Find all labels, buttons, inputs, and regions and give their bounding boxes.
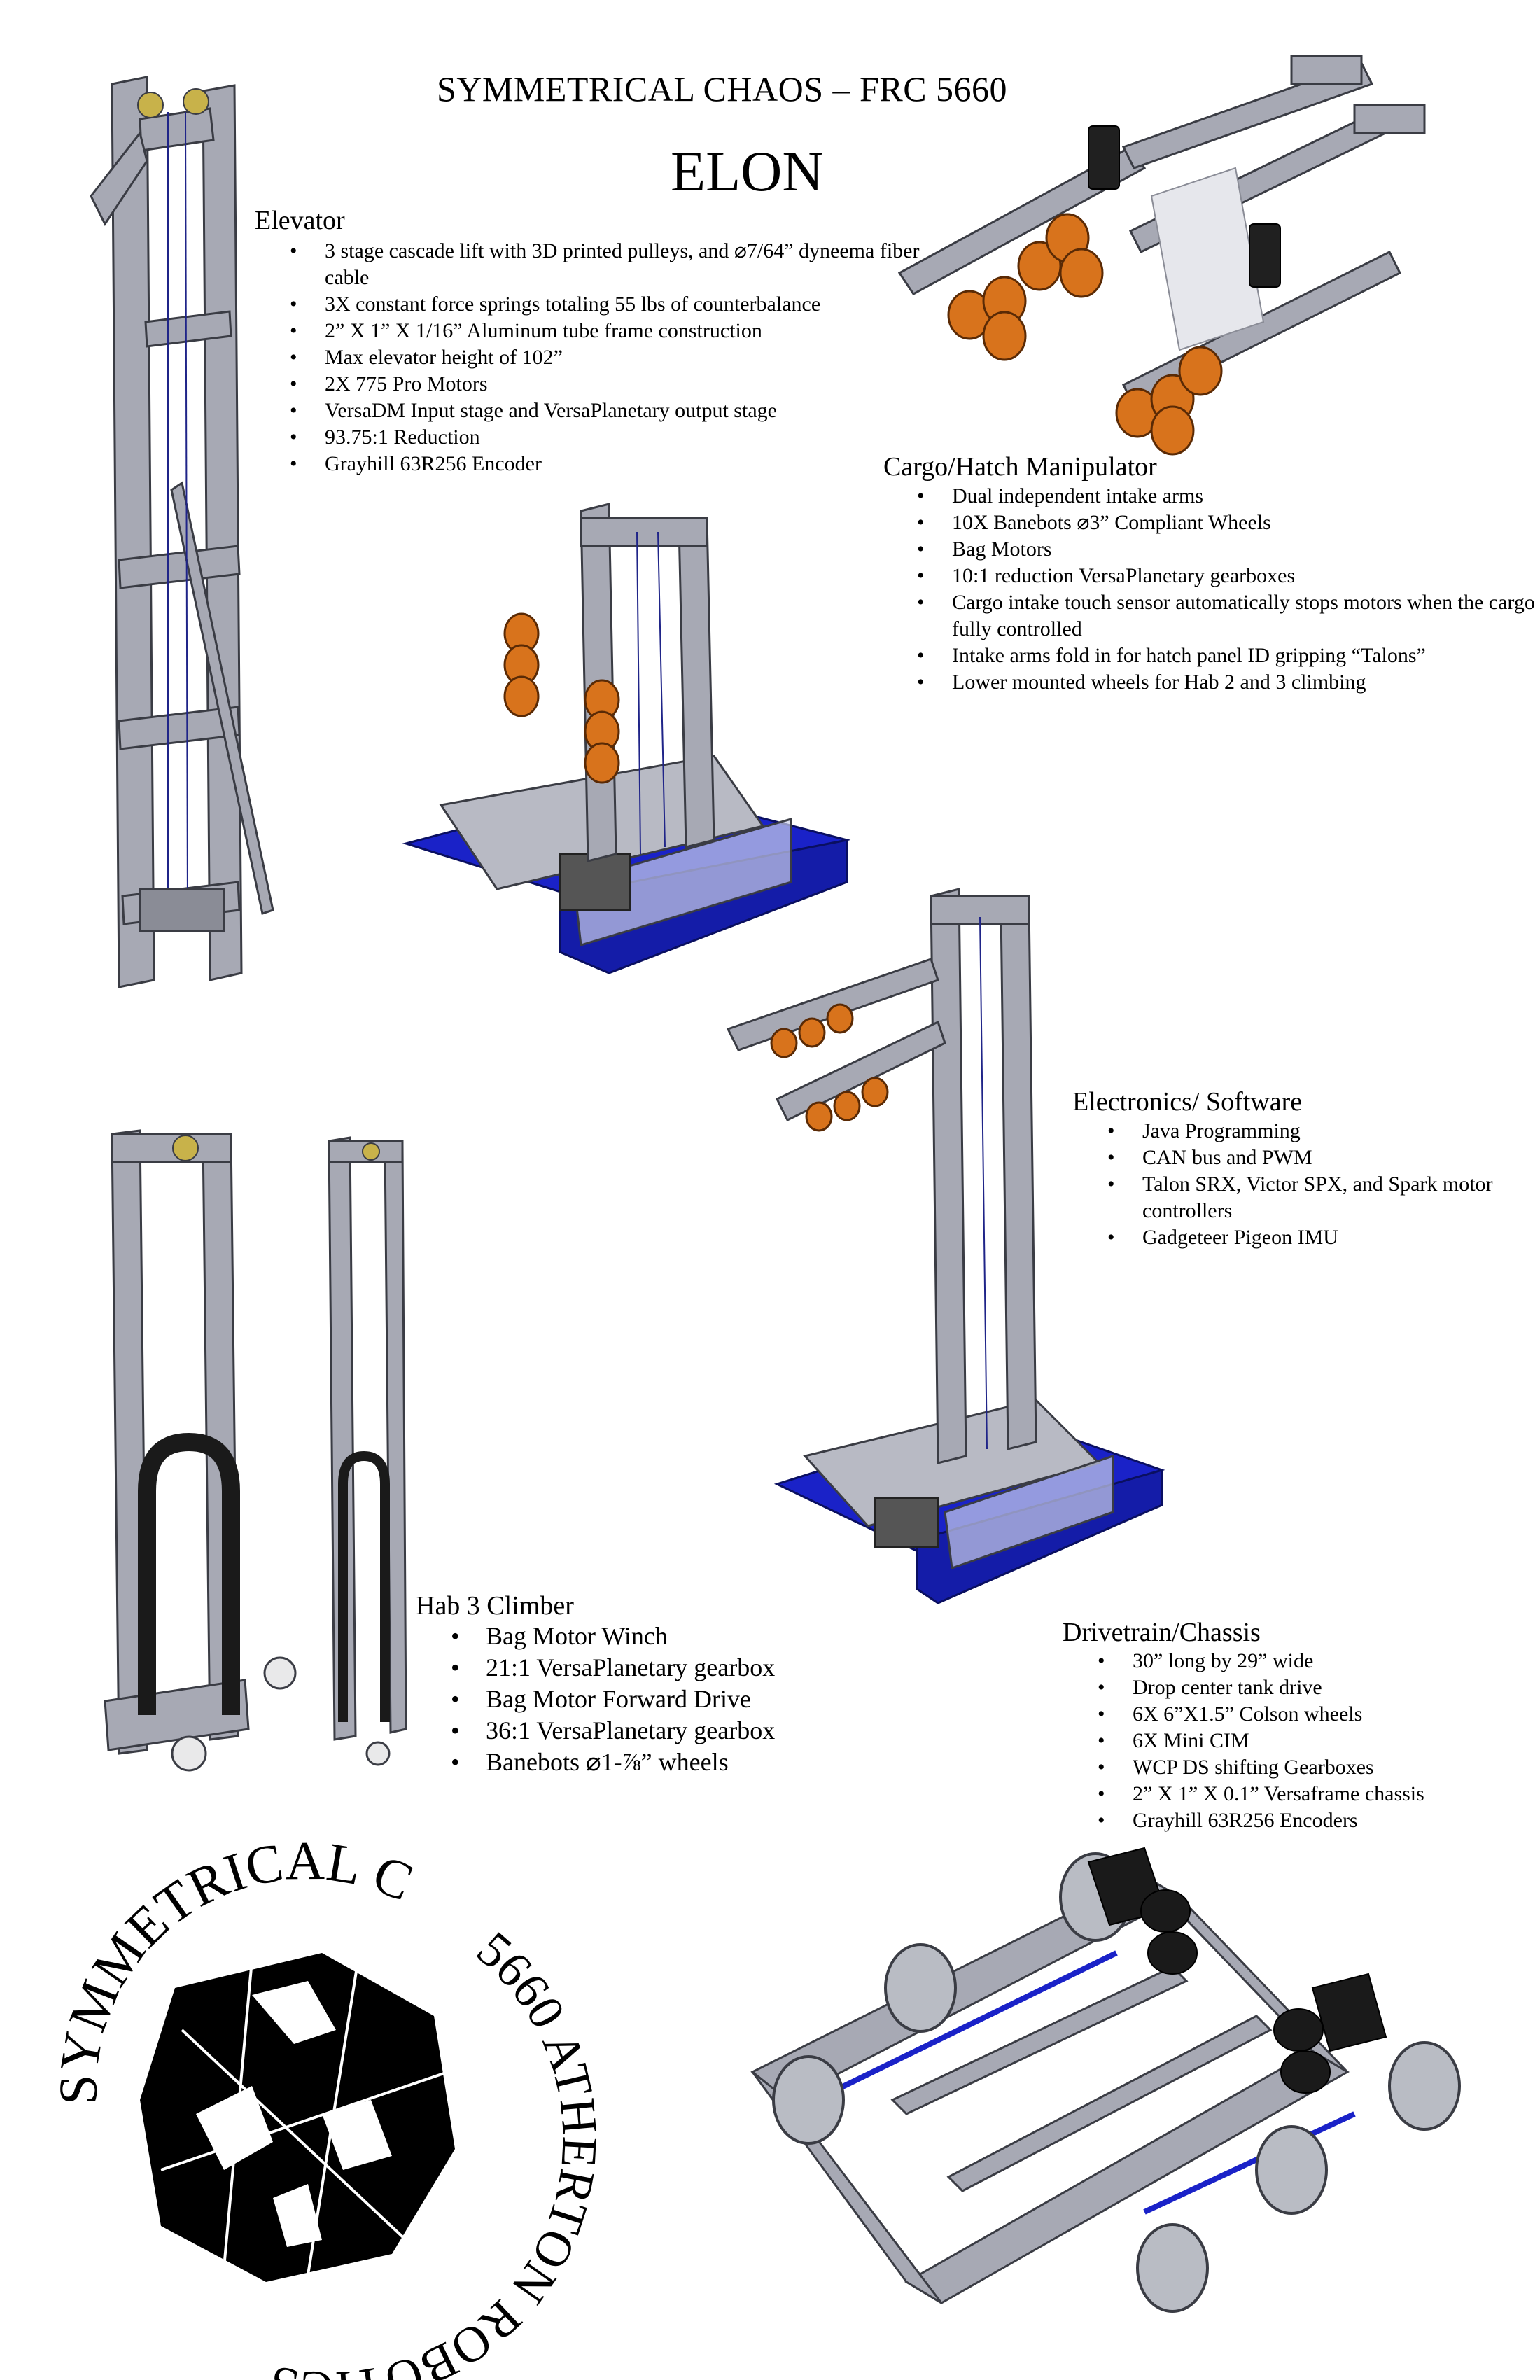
list-item: 2” X 1” X 1/16” Aluminum tube frame cons… <box>290 318 934 344</box>
list-item: 36:1 VersaPlanetary gearbox <box>451 1715 934 1746</box>
list-item: 10:1 reduction VersaPlanetary gearboxes <box>917 563 1540 589</box>
list-item: 3 stage cascade lift with 3D printed pul… <box>290 238 934 291</box>
list-item: Bag Motor Forward Drive <box>451 1684 934 1715</box>
electronics-spec-list: Java Programming CAN bus and PWM Talon S… <box>1102 1118 1534 1251</box>
manipulator-heading: Cargo/Hatch Manipulator <box>883 452 1157 482</box>
manipulator-render <box>897 55 1426 456</box>
list-item: Drop center tank drive <box>1098 1674 1540 1701</box>
climber-spec-list: Bag Motor Winch 21:1 VersaPlanetary gear… <box>445 1620 934 1778</box>
list-item: 6X 6”X1.5” Colson wheels <box>1098 1701 1540 1728</box>
list-item: Bag Motor Winch <box>451 1620 934 1652</box>
list-item: Java Programming <box>1107 1118 1534 1144</box>
climber-render <box>104 1129 407 1772</box>
list-item: 30” long by 29” wide <box>1098 1648 1540 1674</box>
elevator-spec-list: 3 stage cascade lift with 3D printed pul… <box>284 238 934 477</box>
list-item: Intake arms fold in for hatch panel ID g… <box>917 643 1540 669</box>
poster-title: SYMMETRICAL CHAOS – FRC 5660 <box>437 69 1008 108</box>
list-item: 3X constant force springs totaling 55 lb… <box>290 291 934 318</box>
robot-raised-render <box>726 888 1166 1604</box>
list-item: Lower mounted wheels for Hab 2 and 3 cli… <box>917 669 1540 696</box>
drivetrain-heading: Drivetrain/Chassis <box>1063 1618 1261 1647</box>
list-item: 2X 775 Pro Motors <box>290 371 934 398</box>
elevator-heading: Elevator <box>255 206 345 235</box>
climber-heading: Hab 3 Climber <box>416 1591 574 1620</box>
elevator-render <box>90 76 274 988</box>
list-item: CAN bus and PWM <box>1107 1144 1534 1171</box>
list-item: Grayhill 63R256 Encoders <box>1098 1807 1540 1834</box>
drivetrain-spec-list: 30” long by 29” wide Drop center tank dr… <box>1092 1648 1540 1834</box>
list-item: Dual independent intake arms <box>917 483 1540 510</box>
list-item: Banebots ⌀1-⅞” wheels <box>451 1746 934 1778</box>
robot-stowed-render <box>402 503 851 974</box>
list-item: WCP DS shifting Gearboxes <box>1098 1754 1540 1781</box>
list-item: 93.75:1 Reduction <box>290 424 934 451</box>
list-item: 2” X 1” X 0.1” Versaframe chassis <box>1098 1781 1540 1807</box>
list-item: Bag Motors <box>917 536 1540 563</box>
list-item: Gadgeteer Pigeon IMU <box>1107 1224 1534 1251</box>
list-item: Cargo intake touch sensor automatically … <box>917 589 1540 643</box>
list-item: VersaDM Input stage and VersaPlanetary o… <box>290 398 934 424</box>
drivetrain-render <box>750 1847 1461 2313</box>
list-item: Talon SRX, Victor SPX, and Spark motor c… <box>1107 1171 1534 1224</box>
list-item: 21:1 VersaPlanetary gearbox <box>451 1652 934 1684</box>
robot-name: ELON <box>671 139 824 203</box>
manipulator-spec-list: Dual independent intake arms 10X Banebot… <box>911 483 1540 696</box>
electronics-heading: Electronics/ Software <box>1072 1087 1303 1116</box>
list-item: Grayhill 63R256 Encoder <box>290 451 934 477</box>
list-item: 6X Mini CIM <box>1098 1728 1540 1754</box>
team-logo: SYMMETRICAL CHAOS 5660 ATHERTON ROBOTICS <box>22 1771 608 2380</box>
list-item: Max elevator height of 102” <box>290 344 934 371</box>
list-item: 10X Banebots ⌀3” Compliant Wheels <box>917 510 1540 536</box>
